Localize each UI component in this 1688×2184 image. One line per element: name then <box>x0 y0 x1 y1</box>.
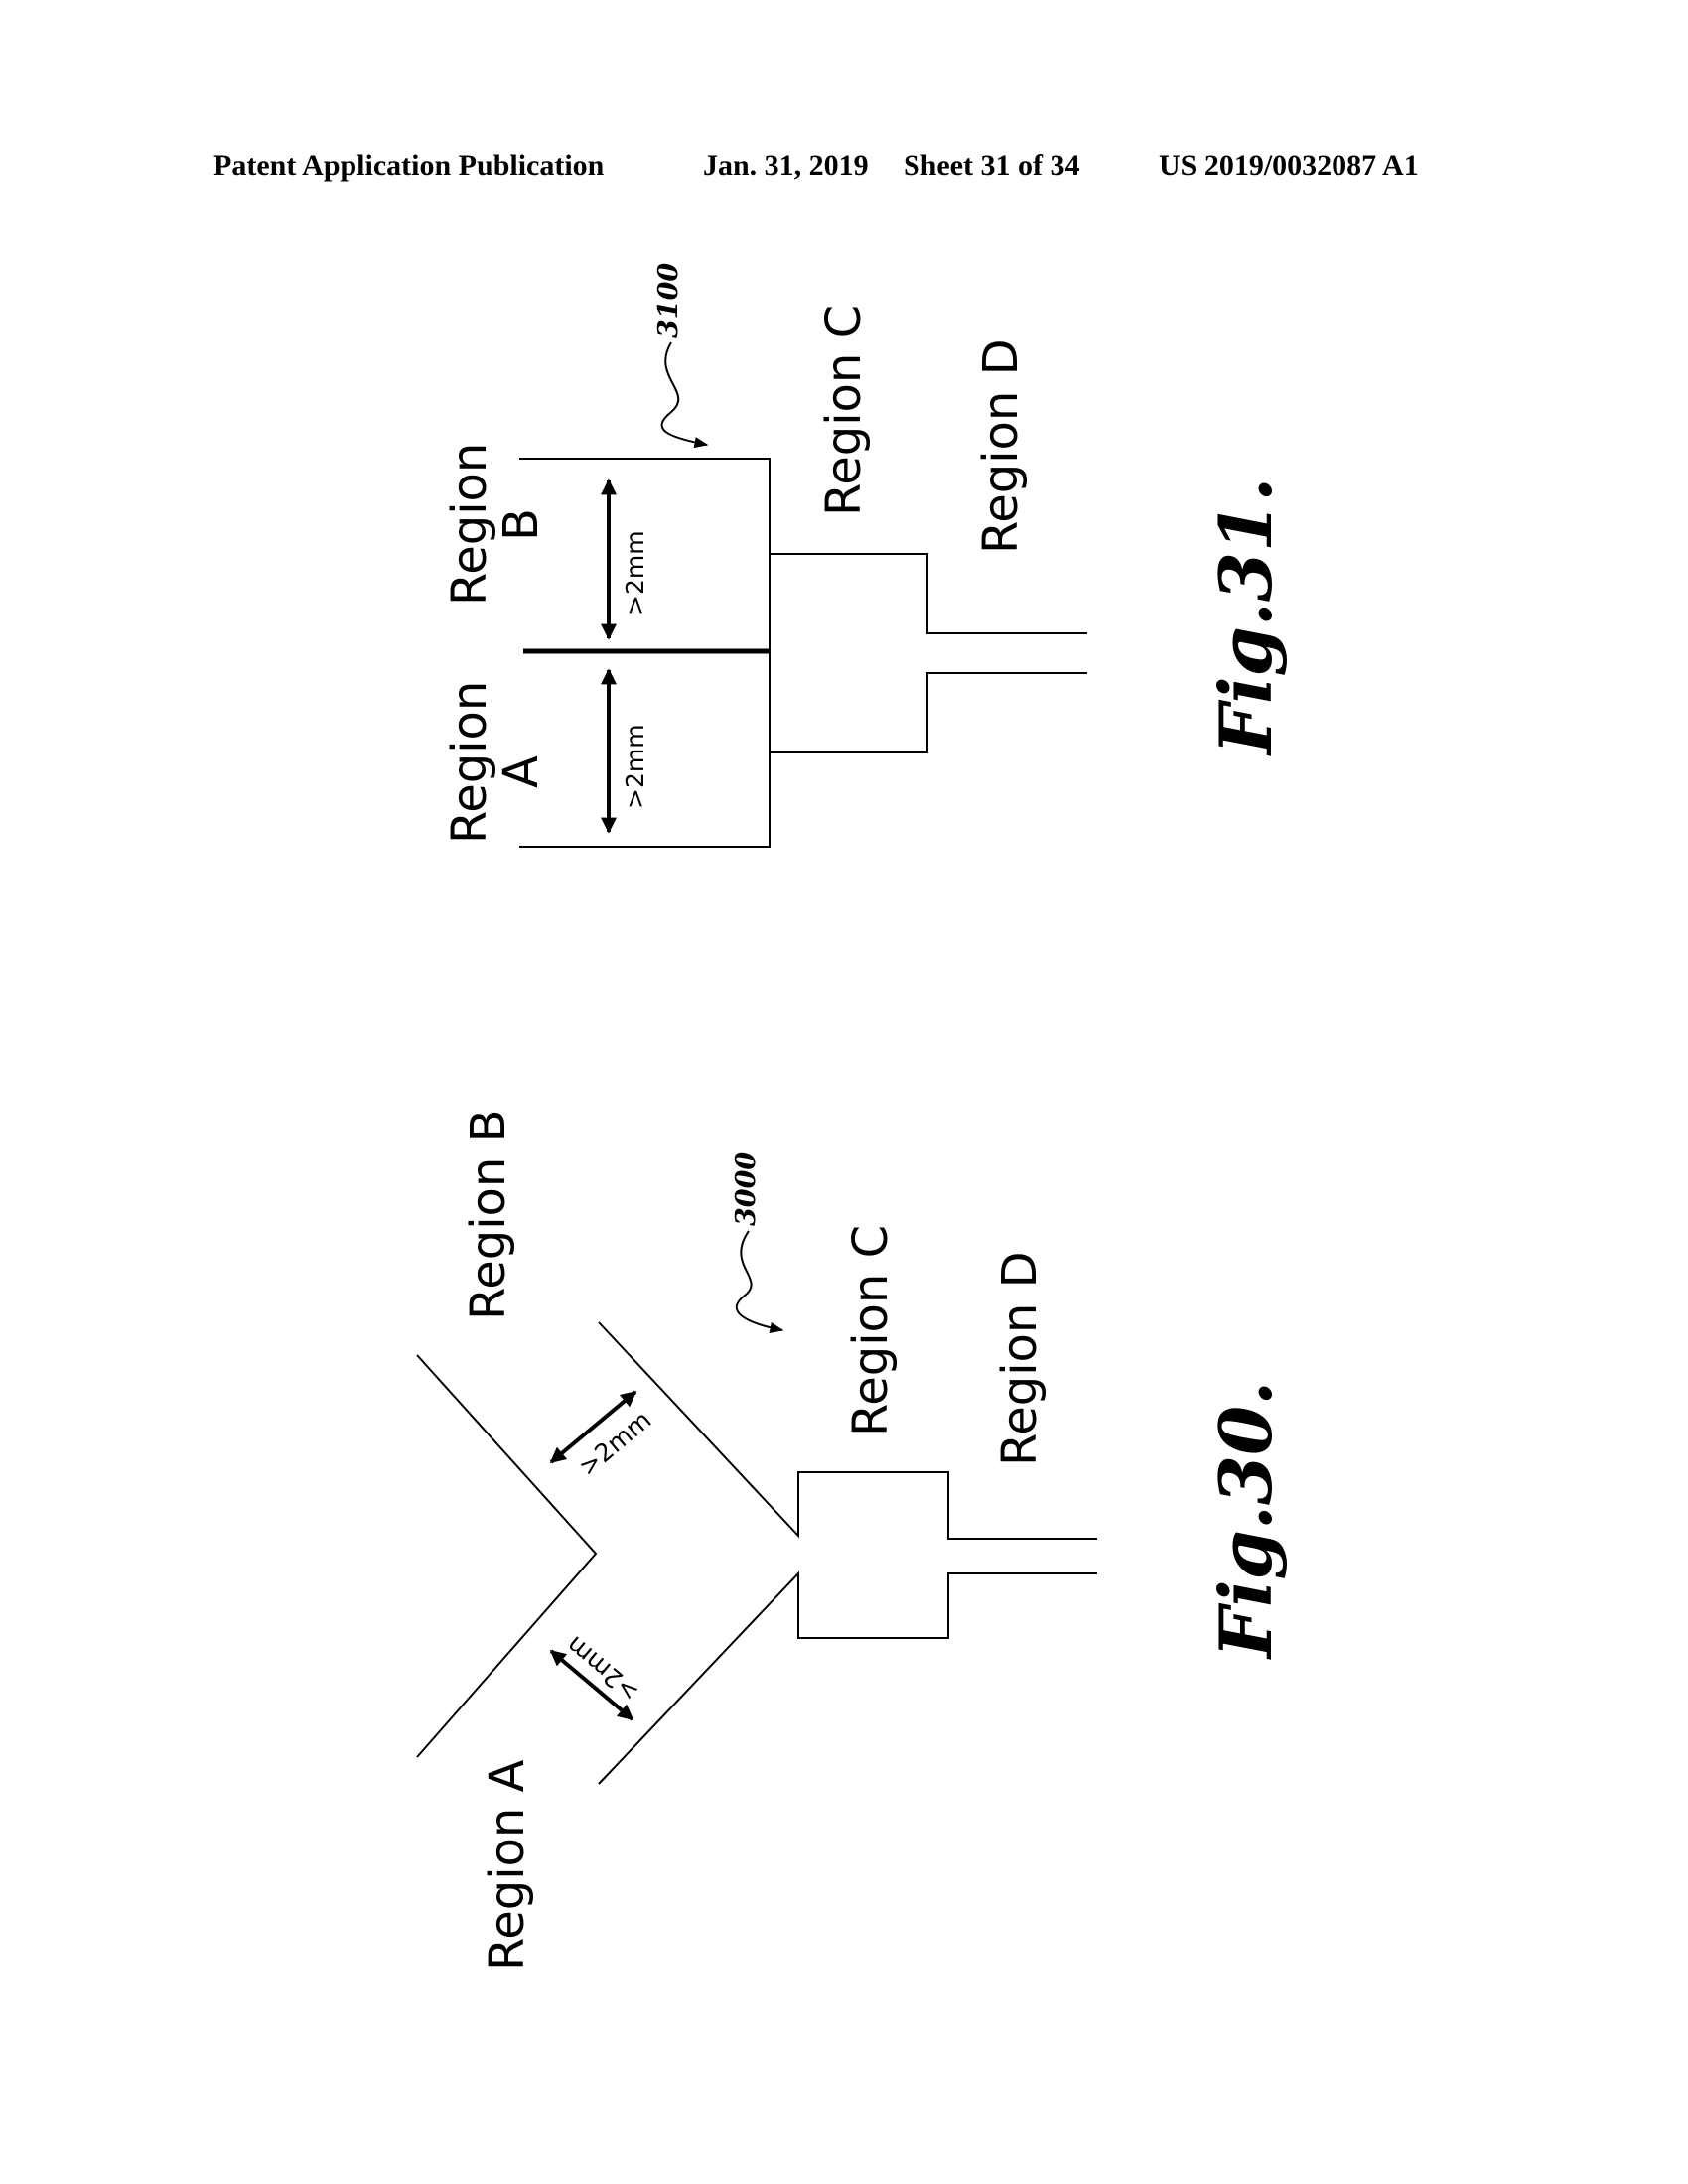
fig31-leader-line <box>662 342 707 445</box>
fig31-region-a-line2: A <box>493 755 549 788</box>
fig31-caption: Fig.31. <box>1203 478 1288 756</box>
fig31-region-c-label: Region C <box>816 305 872 516</box>
fig31-region-d-label: Region D <box>973 339 1029 554</box>
fig31-dim-label-b: >2mm <box>621 530 649 615</box>
figure-31: >2mm >2mm Region B Region A Region C Reg… <box>442 263 1288 847</box>
fig30-dim-label-upper: >2mm <box>573 1405 656 1481</box>
fig31-region-b-line1: Region <box>442 443 497 606</box>
fig31-region-b-line2: B <box>493 508 549 541</box>
figure-30: >2mm >2mm Region B Region A Region C Reg… <box>417 1109 1288 1971</box>
fig30-region-c-label: Region C <box>843 1225 899 1436</box>
fig31-reference-numeral: 3100 <box>653 263 684 338</box>
fig30-region-d-label: Region D <box>992 1251 1048 1466</box>
fig30-caption: Fig.30. <box>1203 1381 1288 1660</box>
fig30-leader-line <box>737 1231 782 1330</box>
fig31-dim-label-a: >2mm <box>621 724 649 809</box>
fig30-reference-numeral: 3000 <box>731 1152 762 1226</box>
fig30-region-b-label: Region B <box>461 1109 516 1320</box>
fig31-region-a-line1: Region <box>442 681 497 844</box>
fig30-region-a-label: Region A <box>480 1759 535 1971</box>
